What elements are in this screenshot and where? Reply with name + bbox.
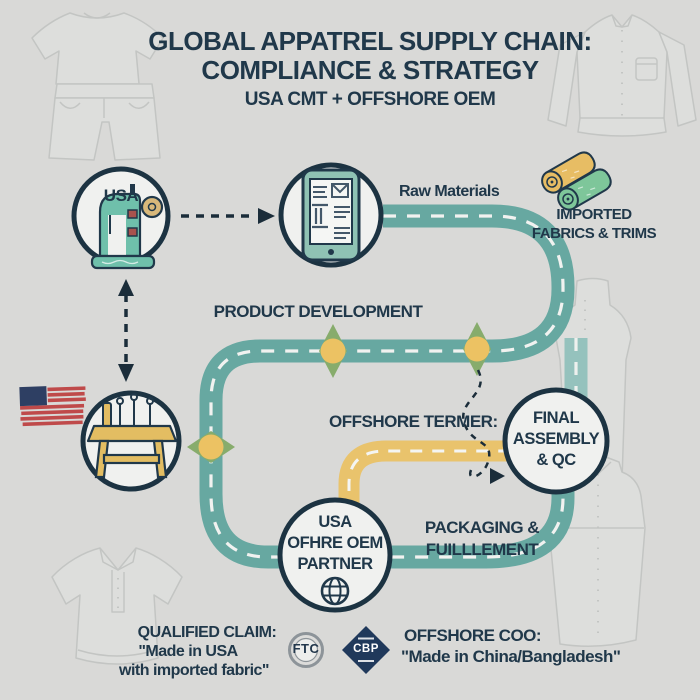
polo-outline-icon: [51, 547, 183, 665]
milestone-diamond: [187, 431, 235, 463]
cbp-badge: [342, 626, 390, 674]
final-line3: & QC: [536, 451, 576, 469]
globe-icon: [320, 576, 350, 606]
offshore-coo-heading: OFFSHORE COO:: [404, 626, 542, 645]
milestone-diamond: [463, 322, 491, 376]
arrow-cmt-to-table: [118, 279, 134, 382]
node-oem-partner-circle: [277, 497, 393, 613]
shirt-outline-icon: [547, 14, 697, 137]
oem-line1: USA: [318, 513, 352, 531]
tablet-icon: [301, 168, 361, 262]
supply-route-yellow: [338, 440, 556, 513]
fabric-rolls-icon: [541, 151, 612, 211]
label-packaging-line2: FUILLLEMENT: [425, 540, 539, 559]
final-line2: ASSEMBLY: [512, 430, 600, 448]
node-final-assembly-label: FINAL ASSEMBLY & QC: [512, 408, 600, 471]
label-imported-line1: IMPORTED: [556, 206, 632, 223]
qualified-claim-line2: with imported fabric": [119, 662, 269, 679]
title-line2: COMPLIANCE & STRATEGY: [201, 55, 539, 85]
label-product-development: PRODUCT DEVELOPMENT: [213, 302, 423, 321]
qualified-claim-line1: "Made in USA: [138, 643, 238, 660]
title-line1: GLOBAL APPATREL SUPPLY CHAIN:: [148, 26, 592, 56]
label-raw-materials: Raw Materials: [399, 183, 500, 200]
tshirt-shorts-outline-icon: [31, 12, 164, 161]
node-oem-partner-label: USA OFHRE OEM PARTNER: [287, 512, 383, 575]
milestone-diamond: [319, 324, 347, 378]
sewing-machine-icon: [90, 184, 164, 270]
ftc-badge-label: FTC: [292, 641, 320, 656]
qualified-claim-heading: QUALIFIED CLAIM:: [137, 624, 277, 641]
cbp-badge-label: CBP: [353, 643, 379, 655]
label-packaging-line1: PACKAGING &: [424, 518, 540, 537]
node-usa-cmt-label: USA: [103, 186, 139, 205]
label-offshore-terms: OFFSHORE TERMER:: [329, 412, 498, 431]
offshore-coo-line: "Made in China/Bangladesh": [401, 647, 621, 666]
node-final-assembly-circle: [502, 387, 610, 495]
final-line1: FINAL: [532, 409, 580, 427]
usa-flag-icon: [19, 386, 86, 427]
oem-line2: OFHRE OEM: [287, 534, 383, 552]
ftc-badge: [288, 632, 324, 668]
label-imported-line2: FABRICS & TRIMS: [531, 225, 657, 242]
label-packaging: PACKAGING & FUILLLEMENT: [424, 517, 540, 561]
arrow-cmt-to-tablet: [181, 208, 275, 224]
oem-line3: PARTNER: [297, 555, 373, 573]
arrow-squiggle-to-assembly: [462, 369, 505, 484]
label-imported-fabrics: IMPORTED FABRICS & TRIMS: [531, 205, 657, 243]
supply-route-teal: [199, 204, 575, 569]
title-subtitle: USA CMT + OFFSHORE OEM: [244, 89, 496, 110]
cutting-table-icon: [86, 393, 178, 479]
